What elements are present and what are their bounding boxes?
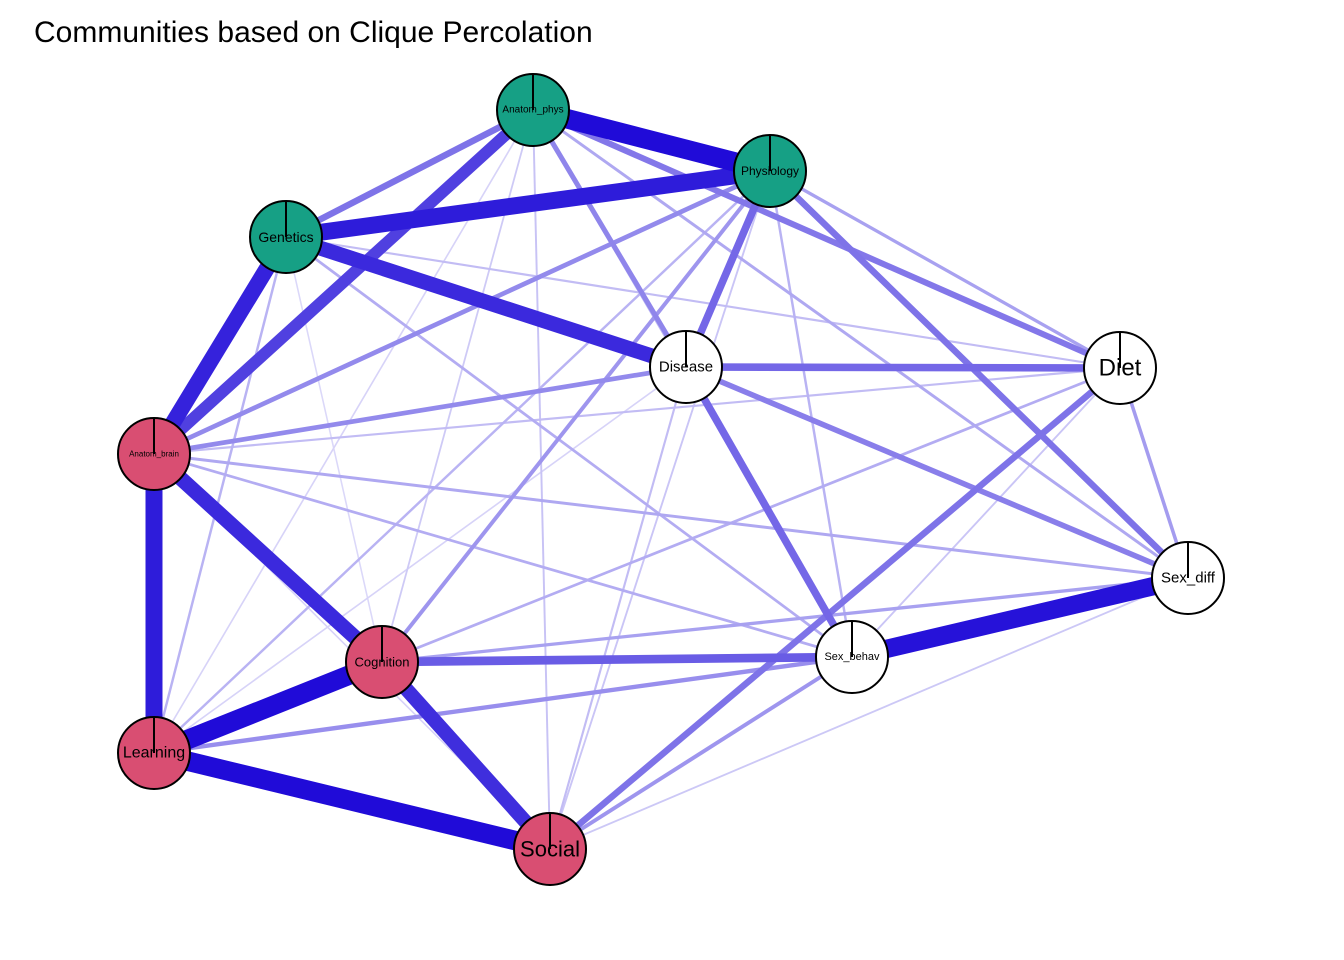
- node-disease[interactable]: Disease: [649, 330, 723, 404]
- page-title: Communities based on Clique Percolation: [34, 16, 593, 49]
- edge-anatom_phys-disease: [530, 108, 689, 369]
- edge-cognition-social: [376, 657, 556, 854]
- edge-social-sex_behav: [548, 655, 854, 851]
- edge-physiology-sex_behav: [768, 170, 854, 658]
- node-label: Anatom_phys: [502, 105, 563, 116]
- edge-social-diet: [547, 365, 1123, 852]
- edge-anatom_phys-social: [532, 109, 551, 850]
- edge-physiology-anatom_brain: [153, 168, 771, 457]
- node-label: Genetics: [258, 229, 313, 245]
- node-learning[interactable]: Learning: [117, 716, 191, 790]
- edge-disease-learning: [153, 366, 687, 754]
- node-sex-behav[interactable]: Sex_behav: [815, 620, 889, 694]
- edge-genetics-anatom_brain: [147, 232, 293, 459]
- node-label: Learning: [123, 745, 185, 762]
- edge-physiology-social: [549, 170, 771, 850]
- edge-anatom_brain-diet: [153, 366, 1121, 456]
- node-label: Diet: [1099, 355, 1142, 382]
- edge-cognition-diet: [381, 366, 1121, 664]
- node-label: Sex_behav: [824, 651, 880, 663]
- node-label: Sex_diff: [1161, 570, 1216, 587]
- edge-anatom_brain-sex_behav: [153, 452, 853, 659]
- edge-cognition-sex_diff: [381, 576, 1189, 664]
- edge-physiology-sex_diff: [767, 168, 1191, 581]
- node-anatom-phys[interactable]: Anatom_phys: [496, 73, 570, 147]
- edge-anatom_phys-physiology: [530, 100, 773, 181]
- edge-diet-sex_behav: [851, 367, 1121, 658]
- edge-genetics-diet: [285, 235, 1121, 370]
- node-anatom-brain[interactable]: Anatom_brain: [117, 417, 191, 491]
- node-diet[interactable]: Diet: [1083, 331, 1157, 405]
- edge-genetics-sex_behav: [285, 235, 853, 659]
- edge-genetics-learning: [152, 236, 288, 754]
- edge-anatom_brain-cognition: [148, 448, 388, 668]
- edge-physiology-learning: [153, 170, 771, 754]
- edge-anatom_phys-anatom_brain: [150, 105, 537, 459]
- edge-disease-social: [548, 366, 688, 850]
- node-label: Disease: [659, 359, 713, 376]
- edge-social-sex_diff: [549, 577, 1189, 850]
- node-label: Cognition: [355, 655, 410, 670]
- edge-physiology-cognition: [380, 169, 772, 664]
- node-label: Physiology: [741, 164, 799, 178]
- edge-genetics-physiology: [284, 162, 772, 246]
- edge-disease-sex_behav: [682, 365, 856, 659]
- edge-anatom_brain-disease: [153, 364, 687, 457]
- node-genetics[interactable]: Genetics: [249, 200, 323, 274]
- edge-learning-sex_behav: [153, 654, 853, 756]
- edge-physiology-diet: [769, 169, 1121, 370]
- edge-anatom_phys-cognition: [381, 109, 534, 663]
- edge-learning-social: [151, 743, 553, 859]
- edge-genetics-cognition: [285, 236, 383, 663]
- node-label: Anatom_brain: [129, 450, 179, 459]
- node-physiology[interactable]: Physiology: [733, 134, 807, 208]
- node-label: Social: [520, 837, 580, 862]
- edge-anatom_phys-genetics: [284, 107, 535, 240]
- edge-anatom_brain-sex_diff: [153, 452, 1189, 580]
- edge-disease-diet: [685, 363, 1121, 372]
- edge-genetics-disease: [283, 229, 689, 375]
- node-sex-diff[interactable]: Sex_diff: [1151, 541, 1225, 615]
- edge-sex_behav-sex_diff: [849, 569, 1191, 666]
- edge-learning-cognition: [150, 652, 386, 763]
- edge-anatom_phys-diet: [531, 107, 1122, 371]
- node-cognition[interactable]: Cognition: [345, 625, 419, 699]
- edge-disease-sex_diff: [684, 364, 1190, 581]
- node-social[interactable]: Social: [513, 812, 587, 886]
- edge-cognition-sex_behav: [381, 652, 853, 667]
